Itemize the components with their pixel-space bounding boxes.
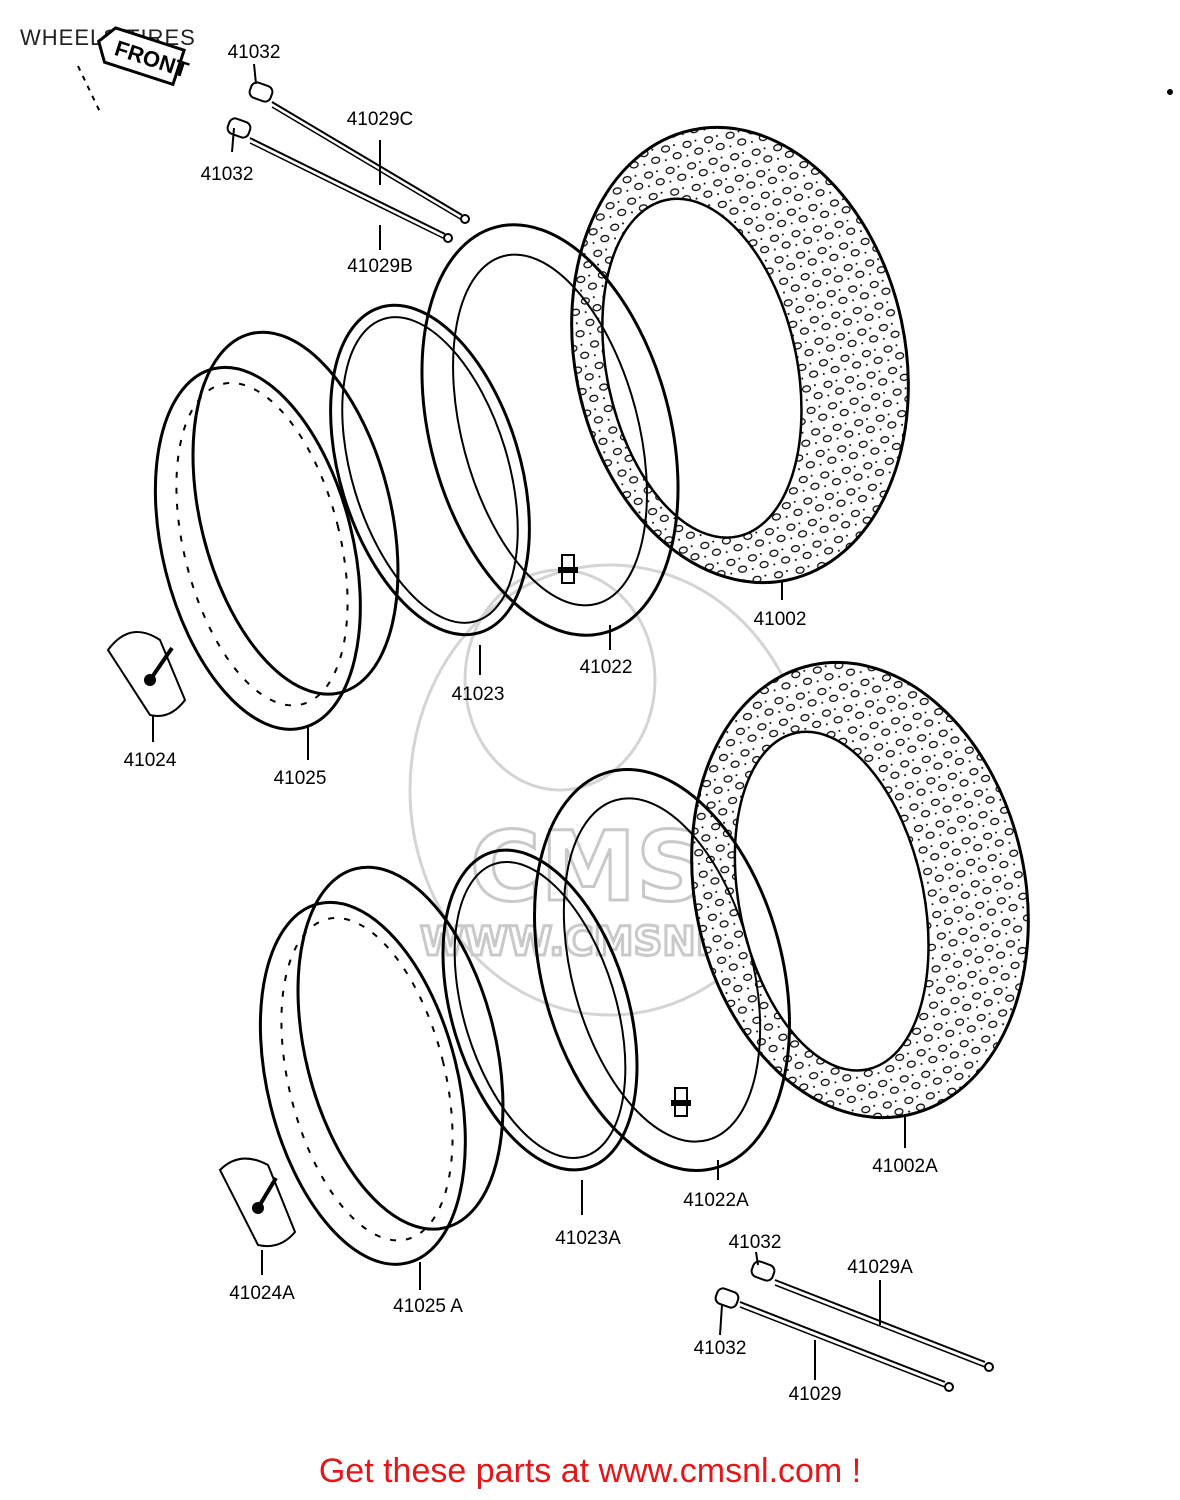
label-41029A: 41029A (847, 1257, 913, 1278)
label-41023A: 41023A (555, 1228, 621, 1249)
rim-band-41023A (441, 848, 639, 1172)
tube-41022 (420, 223, 680, 637)
spoke-41029C (248, 81, 470, 224)
label-41025A: 41025 A (393, 1296, 463, 1317)
tube-41022A (533, 768, 791, 1172)
rim-band-41023 (329, 303, 531, 637)
label-41023: 41023 (452, 684, 505, 705)
label-41029: 41029 (789, 1384, 842, 1405)
label-41024: 41024 (124, 750, 177, 771)
leader-lines (152, 63, 906, 1380)
label-41032-bot2: 41032 (694, 1338, 747, 1359)
tube-valve-41022 (558, 554, 578, 584)
label-41002: 41002 (754, 609, 807, 630)
label-41022A: 41022A (683, 1190, 749, 1211)
footer-link-text[interactable]: Get these parts at www.cmsnl.com ! (318, 1452, 862, 1490)
label-41022: 41022 (580, 657, 633, 678)
spoke-41029 (714, 1287, 954, 1392)
label-41024A: 41024A (229, 1283, 295, 1304)
label-41032-bot1: 41032 (729, 1232, 782, 1253)
rim-lock-41024A (218, 1157, 297, 1248)
tire-41002 (570, 125, 910, 585)
label-41029C: 41029C (347, 109, 414, 130)
rim-41025 (153, 330, 400, 731)
tire-41002A (690, 660, 1030, 1120)
label-41032-mid: 41032 (201, 164, 254, 185)
label-41029B: 41029B (347, 256, 413, 277)
label-41002A: 41002A (872, 1156, 938, 1177)
label-41025: 41025 (274, 768, 327, 789)
label-41032-top: 41032 (228, 42, 281, 63)
tube-valve-41022A (671, 1087, 691, 1117)
rim-41025A (258, 865, 505, 1266)
rim-lock-41024 (106, 631, 187, 717)
spoke-41029B (226, 117, 453, 243)
